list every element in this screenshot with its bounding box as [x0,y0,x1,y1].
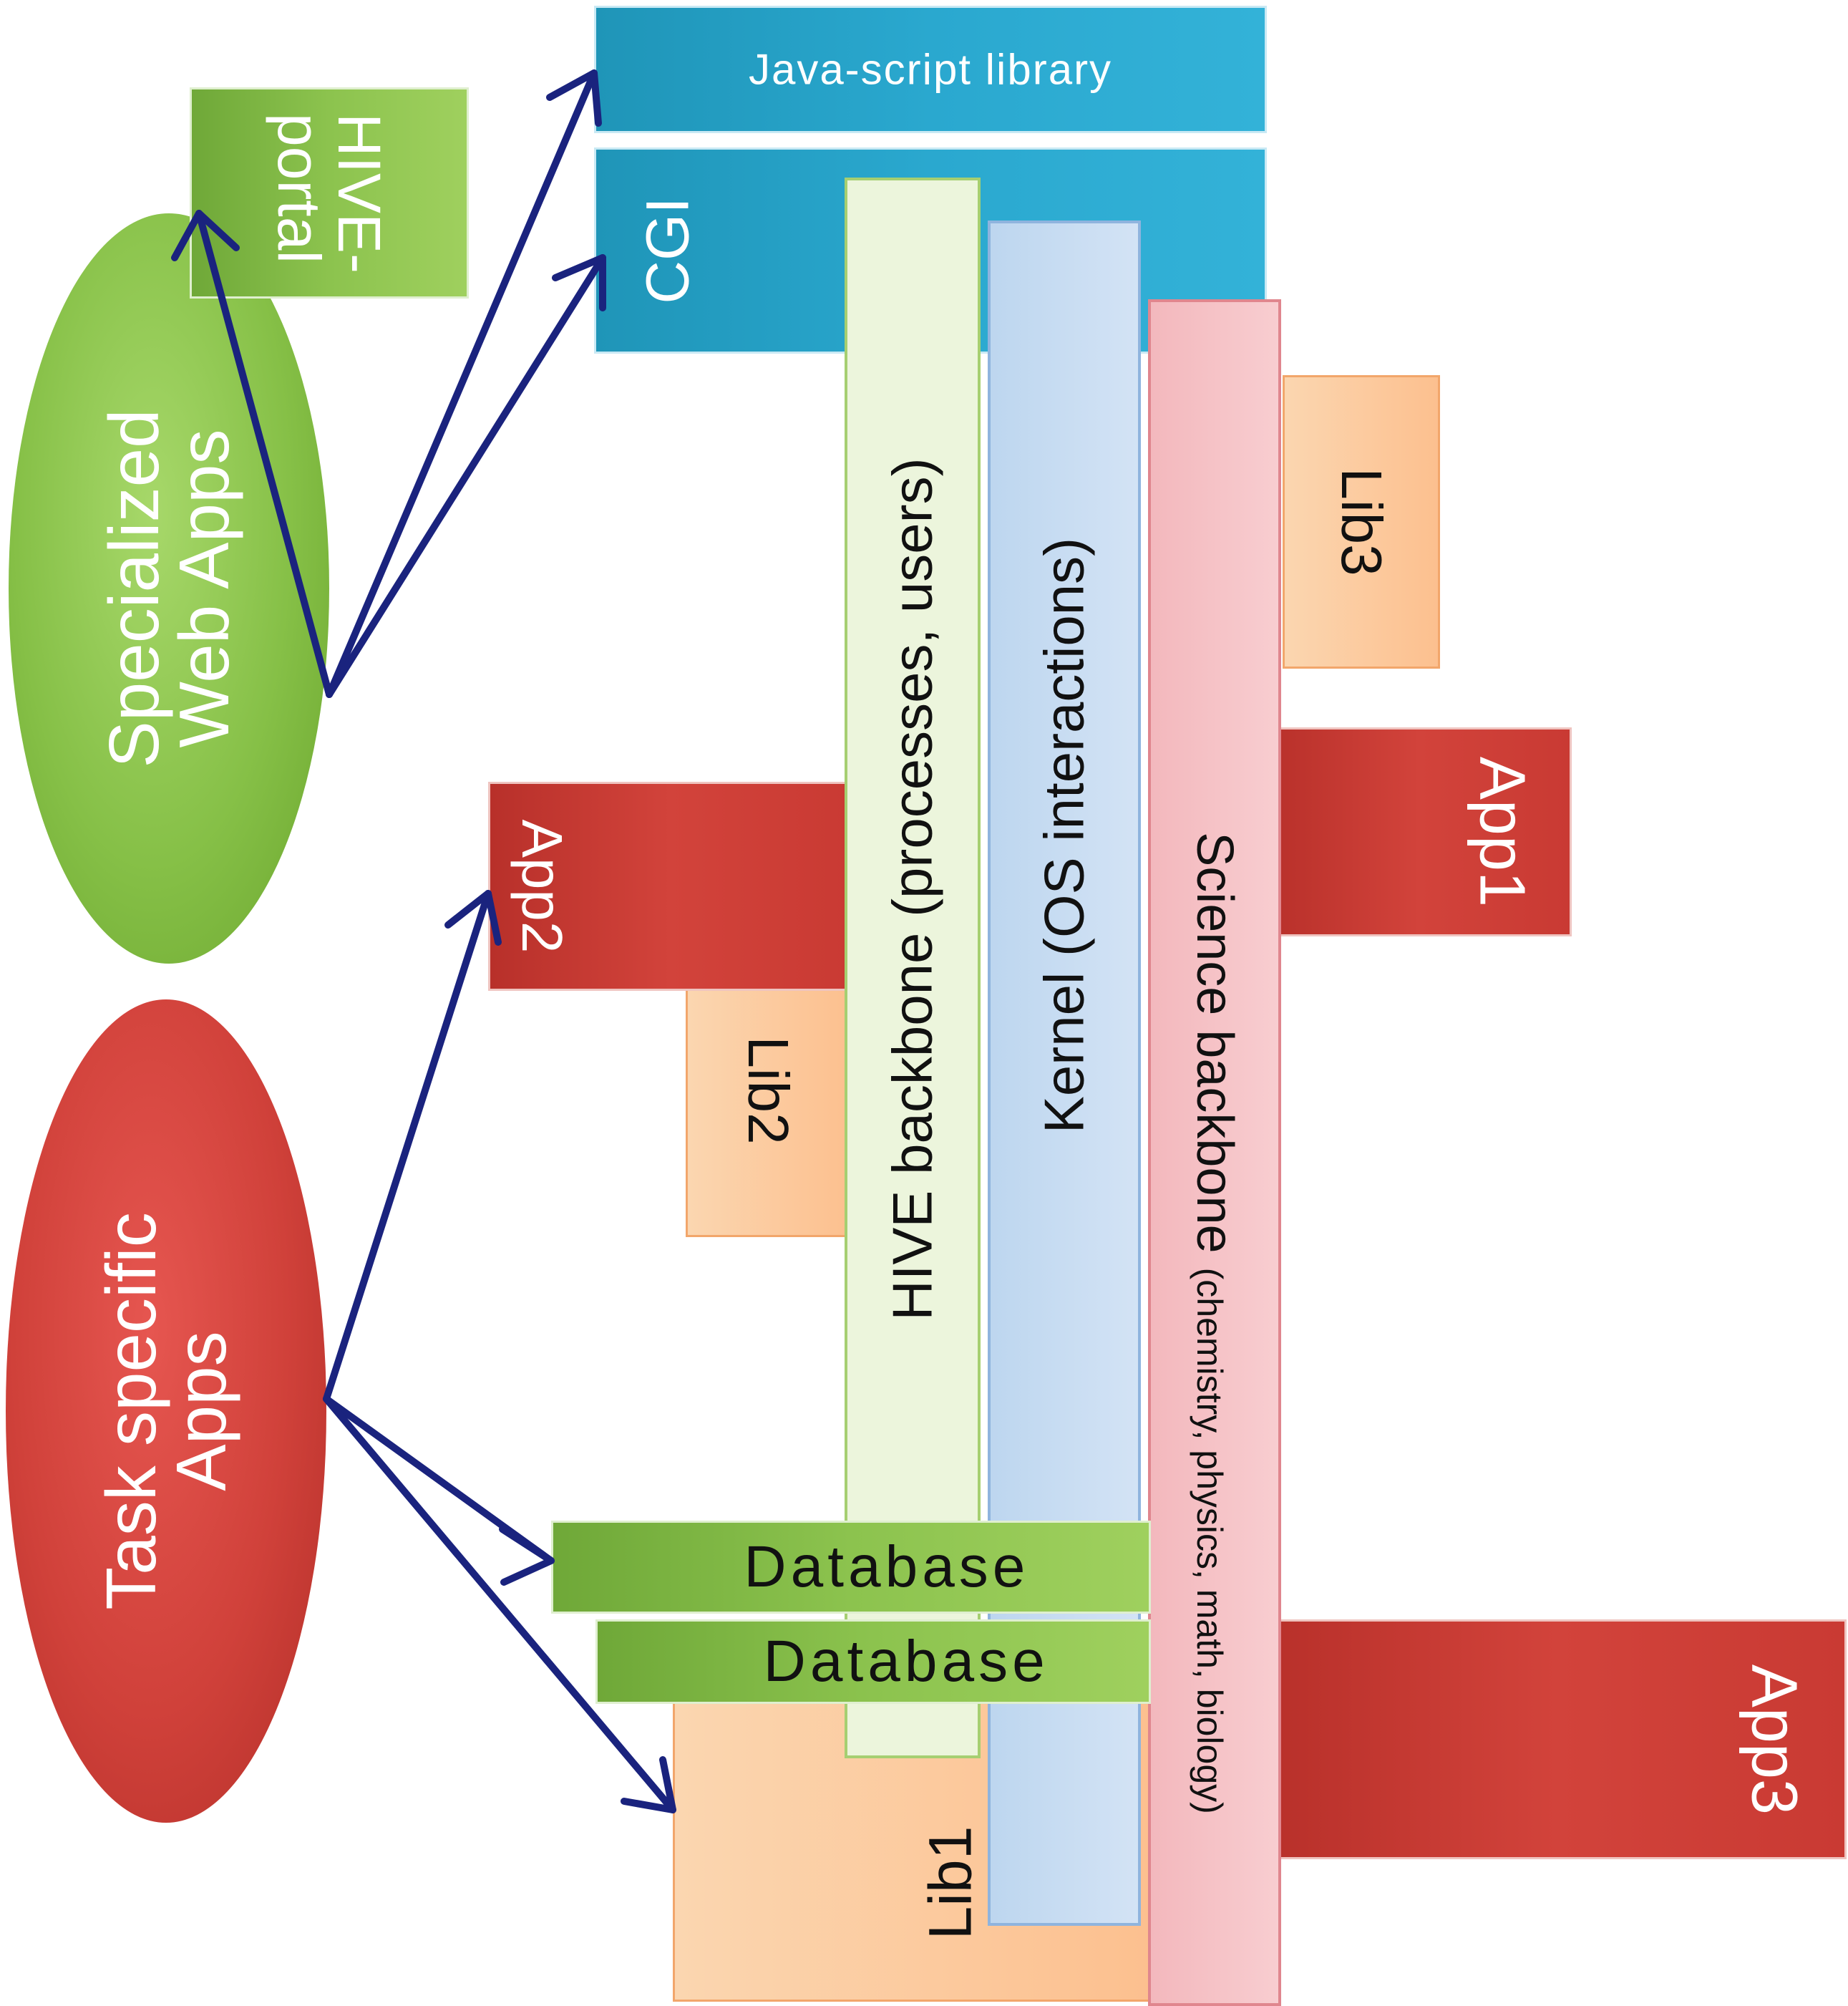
database-label-1: Database [744,1534,1030,1599]
app3-block: App3 [1267,1619,1847,1859]
arrowhead-jslib [546,69,602,127]
arrow-web-to-jslib [326,69,598,698]
arrow-web-to-portal [195,210,333,698]
arrowhead-portal [171,210,240,261]
js-library-block: Java-script library [594,6,1267,133]
arrow-task-to-app2 [323,890,492,1402]
lib3-block: Lib3 [1283,375,1440,669]
arrowhead-database [499,1526,555,1586]
database-label-2: Database [763,1629,1049,1694]
database-block-2: Database [595,1619,1151,1704]
js-library-label: Java-script library [748,45,1113,94]
arrow-task-to-lib1 [323,1395,676,1813]
app1-block: App1 [1267,727,1572,936]
hive-portal-block: HIVE- portal [190,87,469,299]
lib2-block: Lib2 [686,944,850,1237]
app2-block: App2 [488,782,853,991]
database-block-1: Database [551,1521,1151,1614]
arrowhead-lib1 [621,1756,676,1813]
arrowhead-app2 [444,890,502,946]
task-specific-apps-ellipse: Task specific Apps [6,999,326,1823]
specialized-web-apps-ellipse: Specialized Web Apps [9,213,329,964]
science-backbone-block: Science backbone (chemistry, physics, ma… [1148,299,1281,2006]
arrowhead-cgi [552,254,606,311]
arrow-web-to-cgi [326,254,606,698]
hive-backbone-block: HIVE backbone (processes, users) [845,178,981,1758]
